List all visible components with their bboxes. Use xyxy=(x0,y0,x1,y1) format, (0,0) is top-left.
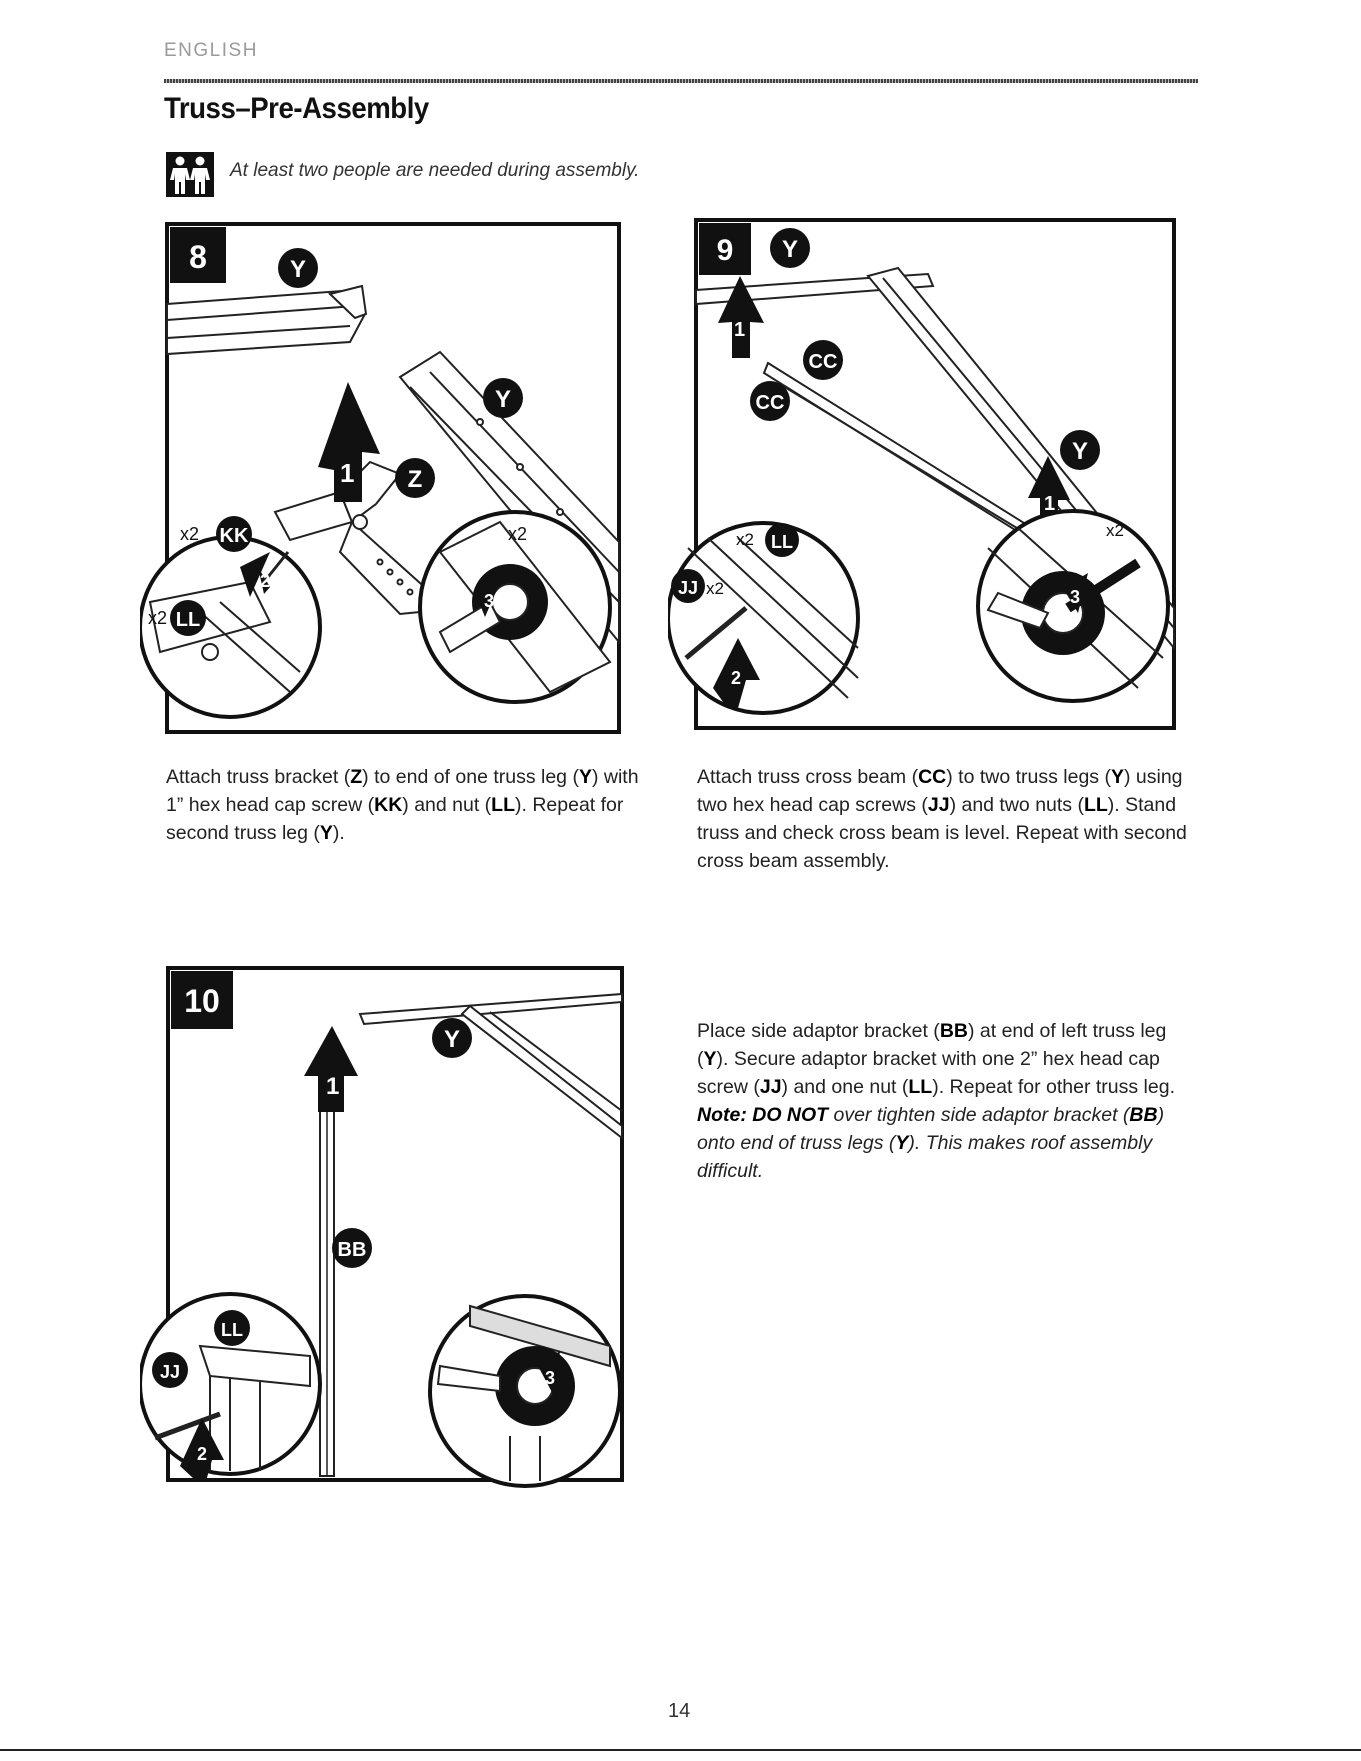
svg-text:CC: CC xyxy=(809,351,838,373)
callout-Y-top: Y xyxy=(278,248,318,288)
callout-Y-right: Y xyxy=(1060,430,1100,470)
step-10-warning: Note: DO NOT over tighten side adaptor b… xyxy=(697,1104,1165,1182)
callout-x2-wrench: x2 xyxy=(508,524,527,544)
callout-Y-top: Y xyxy=(770,228,810,268)
callout-JJ: JJ xyxy=(152,1352,188,1388)
page-bottom-rule xyxy=(0,1749,1361,1751)
svg-text:x2: x2 xyxy=(148,608,167,628)
step-10-illustration: 1 Y BB 2 LL JJ 3 xyxy=(140,966,624,1488)
svg-text:3: 3 xyxy=(1070,587,1080,607)
callout-x2-LL: x2 LL xyxy=(148,600,206,636)
svg-text:2: 2 xyxy=(260,571,270,591)
svg-text:3: 3 xyxy=(545,1368,555,1388)
callout-BB: BB xyxy=(332,1228,372,1268)
step-9-number: 9 xyxy=(717,234,734,267)
svg-text:3: 3 xyxy=(484,591,494,611)
svg-text:Y: Y xyxy=(444,1026,460,1053)
callout-CC-lower: CC xyxy=(750,381,790,421)
callout-JJ-x2: JJ x2 xyxy=(671,569,724,603)
svg-text:Y: Y xyxy=(1072,438,1088,465)
step-8-instructions: Attach truss bracket (Z) to end of one t… xyxy=(166,766,639,844)
svg-text:LL: LL xyxy=(221,1320,243,1340)
svg-text:x2: x2 xyxy=(736,530,754,549)
svg-text:LL: LL xyxy=(771,532,793,552)
svg-text:2: 2 xyxy=(197,1444,207,1464)
svg-text:Z: Z xyxy=(408,466,423,493)
svg-text:x2: x2 xyxy=(706,579,724,598)
svg-text:BB: BB xyxy=(338,1239,367,1261)
svg-text:2: 2 xyxy=(731,668,741,688)
page-number: 14 xyxy=(668,1700,691,1722)
svg-text:Y: Y xyxy=(290,256,306,283)
svg-text:LL: LL xyxy=(176,609,200,631)
callout-Y: Y xyxy=(432,1018,472,1058)
svg-text:1: 1 xyxy=(1044,493,1055,515)
callout-x2-KK: x2 KK xyxy=(180,516,252,552)
step-10-instructions: Place side adaptor bracket (BB) at end o… xyxy=(697,1020,1175,1098)
svg-text:1: 1 xyxy=(326,1073,339,1100)
callout-LL: LL xyxy=(214,1310,250,1346)
svg-text:KK: KK xyxy=(220,525,249,547)
two-people-icon xyxy=(166,152,214,197)
callout-CC-upper: CC xyxy=(803,340,843,380)
svg-text:x2: x2 xyxy=(180,524,199,544)
svg-text:JJ: JJ xyxy=(160,1362,180,1382)
callout-x2-LL: x2 LL xyxy=(736,523,799,557)
svg-text:1: 1 xyxy=(734,319,745,341)
callout-Z: Z xyxy=(395,458,435,498)
svg-text:Y: Y xyxy=(782,236,798,263)
callout-x2-wrench: x2 xyxy=(1106,521,1124,540)
svg-text:Y: Y xyxy=(495,386,511,413)
step-9-instructions: Attach truss cross beam (CC) to two trus… xyxy=(697,766,1187,872)
page-title: Truss–Pre-Assembly xyxy=(164,92,429,125)
svg-text:CC: CC xyxy=(756,392,785,414)
header-rule xyxy=(164,79,1198,83)
language-label: ENGLISH xyxy=(164,40,258,61)
step-8-number: 8 xyxy=(189,239,207,275)
step-8-arrow-1-label: 1 xyxy=(340,458,354,488)
step-9-illustration: 1 1 Y CC CC Y 2 x2 LL JJ x2 xyxy=(668,218,1176,730)
callout-Y-leg: Y xyxy=(483,378,523,418)
svg-text:JJ: JJ xyxy=(678,578,698,598)
safety-note: At least two people are needed during as… xyxy=(230,160,640,181)
step-8-illustration: 1 Y Y Z 2 x2 KK x2 LL xyxy=(140,222,621,734)
step-10-number: 10 xyxy=(184,983,220,1019)
